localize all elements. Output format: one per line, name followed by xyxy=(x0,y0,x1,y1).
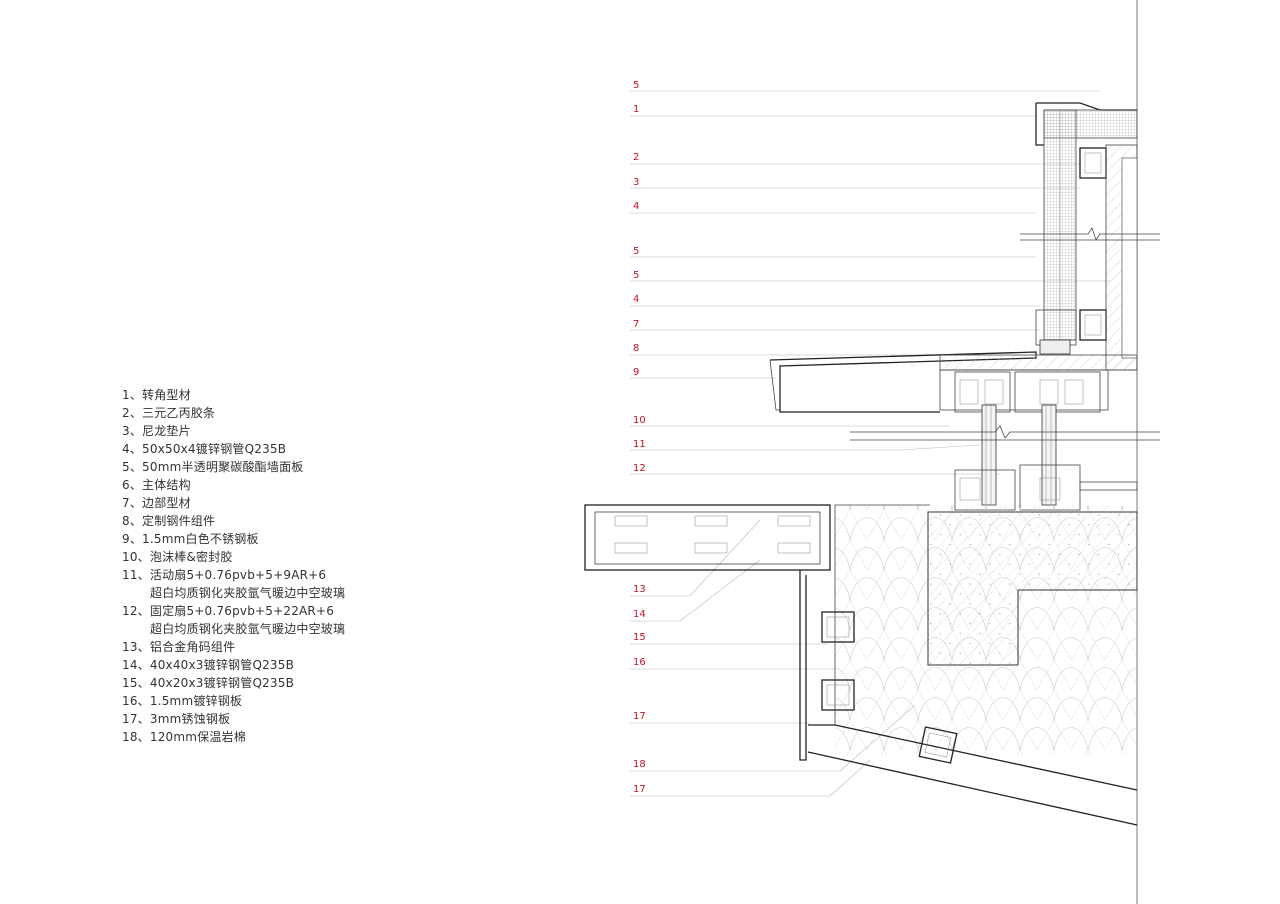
sill-plate-assembly xyxy=(769,351,1138,413)
window-frame-assembly xyxy=(850,371,1160,511)
legend-item: 2、三元乙丙胶条 xyxy=(122,406,216,420)
callout-label: 3 xyxy=(633,177,639,188)
legend-item: 6、主体结构 xyxy=(122,478,191,492)
legend-item: 5、50mm半透明聚碳酸酯墙面板 xyxy=(122,460,304,474)
callout-label: 12 xyxy=(633,463,646,474)
callout-numbers: 5 1 2 3 4 5 5 4 7 8 9 10 11 12 13 14 15 … xyxy=(633,80,646,795)
legend-item: 7、边部型材 xyxy=(122,496,191,510)
callout-label: 11 xyxy=(633,439,646,450)
legend-item: 10、泡沫棒&密封胶 xyxy=(122,550,233,564)
main-structure xyxy=(927,511,1138,666)
callout-label: 17 xyxy=(633,784,646,795)
callout-label: 10 xyxy=(633,415,646,426)
callout-label: 2 xyxy=(633,152,639,163)
bracket-box-assembly xyxy=(584,504,831,761)
legend-item: 1、转角型材 xyxy=(122,388,191,402)
callout-label: 18 xyxy=(633,759,646,770)
legend-item: 超白均质钢化夹胶氩气暖边中空玻璃 xyxy=(150,586,346,600)
callout-label: 7 xyxy=(633,319,639,330)
callout-label: 5 xyxy=(633,246,639,257)
legend-item: 11、活动扇5+0.76pvb+5+9AR+6 xyxy=(122,568,327,582)
legend-item: 8、定制钢件组件 xyxy=(122,514,216,528)
callout-label: 13 xyxy=(633,584,646,595)
callout-label: 4 xyxy=(633,201,639,212)
legend-item: 17、3mm锈蚀钢板 xyxy=(122,712,231,726)
legend: 1、转角型材 2、三元乙丙胶条 3、尼龙垫片 4、50x50x4镀锌钢管Q235B 5、… xyxy=(122,386,345,746)
legend-item: 超白均质钢化夹胶氩气暖边中空玻璃 xyxy=(150,622,346,636)
callout-label: 14 xyxy=(633,609,646,620)
callout-label: 1 xyxy=(633,104,639,115)
callout-label: 16 xyxy=(633,657,646,668)
legend-item: 14、40x40x3镀锌钢管Q235B xyxy=(122,658,295,672)
callout-label: 15 xyxy=(633,632,646,643)
callout-label: 5 xyxy=(633,80,639,91)
legend-item: 9、1.5mm白色不锈钢板 xyxy=(122,532,259,546)
callout-label: 8 xyxy=(633,343,639,354)
legend-item: 3、尼龙垫片 xyxy=(122,424,191,438)
legend-item: 15、40x20x3镀锌钢管Q235B xyxy=(122,676,295,690)
callout-leaders xyxy=(630,90,1110,797)
callout-label: 17 xyxy=(633,711,646,722)
legend-item: 4、50x50x4镀锌钢管Q235B xyxy=(122,442,287,456)
callout-label: 9 xyxy=(633,367,639,378)
legend-item: 18、120mm保温岩棉 xyxy=(122,730,246,744)
legend-item: 12、固定扇5+0.76pvb+5+22AR+6 xyxy=(122,604,335,618)
callout-label: 4 xyxy=(633,294,639,305)
callout-label: 5 xyxy=(633,270,639,281)
legend-item: 13、铝合金角码组件 xyxy=(122,640,236,654)
lower-steel-tubes xyxy=(821,611,958,764)
legend-item: 16、1.5mm镀锌钢板 xyxy=(122,694,243,708)
upper-wall-assembly xyxy=(1020,102,1160,371)
